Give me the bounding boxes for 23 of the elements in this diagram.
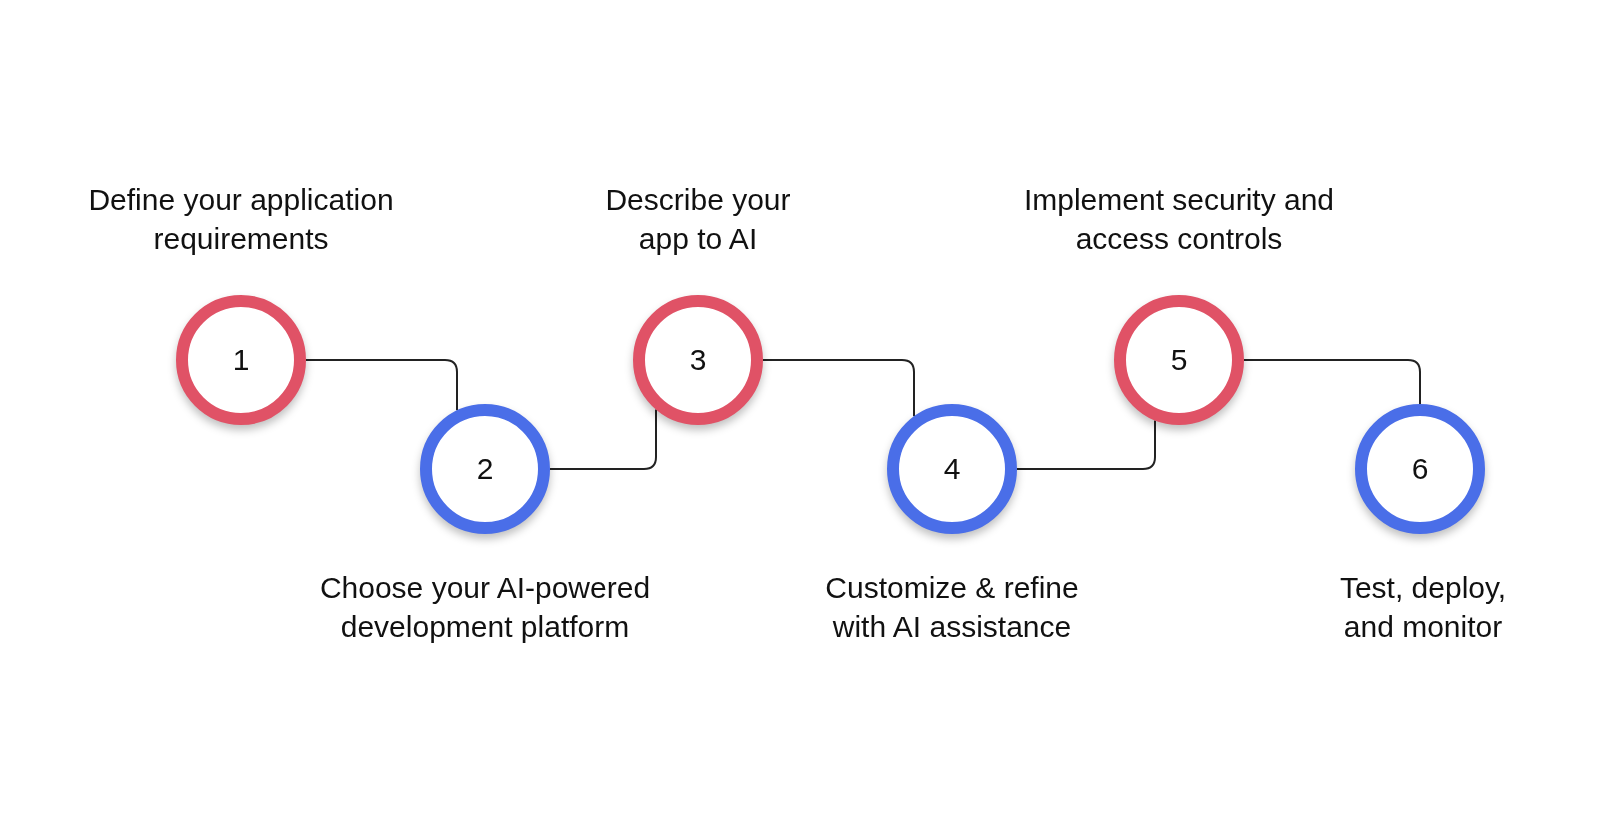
connector-line [1016, 419, 1156, 470]
step-label: Choose your AI-powered development platform [318, 570, 652, 645]
step-label: Implement security and access controls [1022, 182, 1336, 257]
step-label: Customize & refine with AI assistance [824, 570, 1080, 645]
step-circle [1114, 295, 1244, 425]
step-number: 1 [232, 343, 250, 377]
step-circle [633, 295, 763, 425]
step-number: 4 [943, 452, 961, 486]
connector-line [1243, 359, 1421, 405]
connector-line [549, 408, 657, 470]
step-circle [1355, 404, 1485, 534]
step-circle [887, 404, 1017, 534]
step-label: Describe your app to AI [604, 182, 792, 257]
step-circle [176, 295, 306, 425]
step-number: 3 [689, 343, 707, 377]
step-label: Define your application requirements [87, 182, 395, 257]
step-number: 5 [1170, 343, 1188, 377]
connector-line [762, 359, 915, 418]
step-circle [420, 404, 550, 534]
step-number: 2 [476, 452, 494, 486]
connector-line [305, 359, 458, 412]
step-label: Test, deploy, and monitor [1338, 570, 1508, 645]
step-number: 6 [1411, 452, 1429, 486]
